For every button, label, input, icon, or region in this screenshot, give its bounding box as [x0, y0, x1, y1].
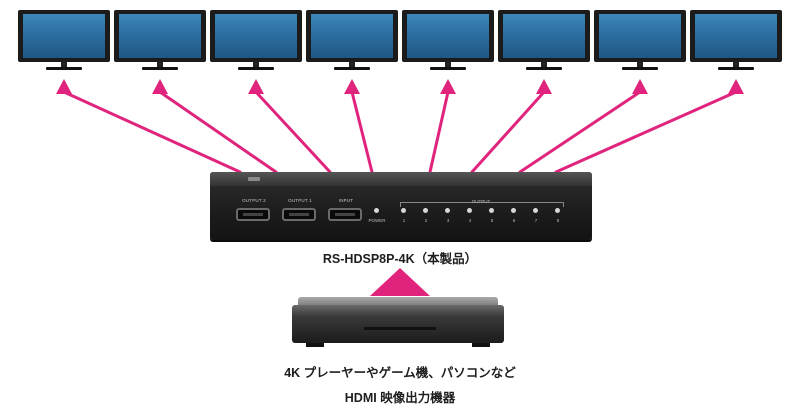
- output-label: OUTPUT: [471, 199, 491, 204]
- arrowhead-icon: [344, 79, 360, 94]
- output-number: 1: [402, 218, 406, 223]
- source-player-icon: [292, 297, 504, 349]
- output-arrow-5: [428, 90, 450, 174]
- power-led-icon: [374, 208, 379, 213]
- output-led-icon: [467, 208, 472, 213]
- output-number: 2: [424, 218, 428, 223]
- hdmi-port-icon: [328, 208, 362, 221]
- port-label: INPUT: [338, 198, 354, 203]
- output-number: 6: [512, 218, 516, 223]
- source-caption-line1: 4K プレーヤーやゲーム機、パソコンなど: [284, 366, 516, 380]
- arrowhead-icon: [248, 79, 264, 94]
- arrowhead-icon: [152, 79, 168, 94]
- splitter-top: [210, 172, 592, 186]
- output-bracket: [400, 202, 564, 207]
- device-caption: RS-HDSP8P-4K（本製品）: [322, 252, 478, 266]
- output-arrow-1: [62, 90, 242, 174]
- arrowhead-icon: [536, 79, 552, 94]
- monitor-icon: [114, 10, 206, 70]
- port-label: OUTPUT 2: [242, 198, 266, 203]
- arrowhead-icon: [440, 79, 456, 94]
- output-number: 4: [468, 218, 472, 223]
- output-arrow-7: [518, 90, 642, 174]
- monitor-icon: [498, 10, 590, 70]
- monitor-icon: [210, 10, 302, 70]
- monitor-icon: [594, 10, 686, 70]
- output-arrow-4: [350, 90, 374, 174]
- input-arrow-icon: [370, 268, 430, 296]
- output-led-icon: [533, 208, 538, 213]
- output-led-icon: [489, 208, 494, 213]
- power-label: POWER: [368, 218, 386, 223]
- output-number: 7: [534, 218, 538, 223]
- output-number: 3: [446, 218, 450, 223]
- hdmi-port-icon: [236, 208, 270, 221]
- output-led-icon: [401, 208, 406, 213]
- output-arrow-6: [470, 90, 546, 174]
- output-arrow-2: [158, 90, 278, 174]
- arrowhead-icon: [632, 79, 648, 94]
- output-arrow-8: [554, 90, 738, 174]
- hdmi-splitter: OUTPUT 2 OUTPUT 1 INPUT POWER OUTPUT 1 2…: [210, 172, 592, 240]
- arrowhead-icon: [728, 79, 744, 94]
- arrowhead-icon: [56, 79, 72, 94]
- output-led-icon: [511, 208, 516, 213]
- output-number: 5: [490, 218, 494, 223]
- monitor-icon: [690, 10, 782, 70]
- port-label: OUTPUT 1: [288, 198, 312, 203]
- monitor-icon: [18, 10, 110, 70]
- output-arrow-3: [254, 90, 332, 174]
- hdmi-port-icon: [282, 208, 316, 221]
- output-led-icon: [445, 208, 450, 213]
- brand-badge-icon: [248, 177, 260, 181]
- output-number: 8: [556, 218, 560, 223]
- output-led-icon: [423, 208, 428, 213]
- source-caption-line2: HDMI 映像出力機器: [344, 391, 456, 405]
- monitor-icon: [402, 10, 494, 70]
- monitor-icon: [306, 10, 398, 70]
- output-led-icon: [555, 208, 560, 213]
